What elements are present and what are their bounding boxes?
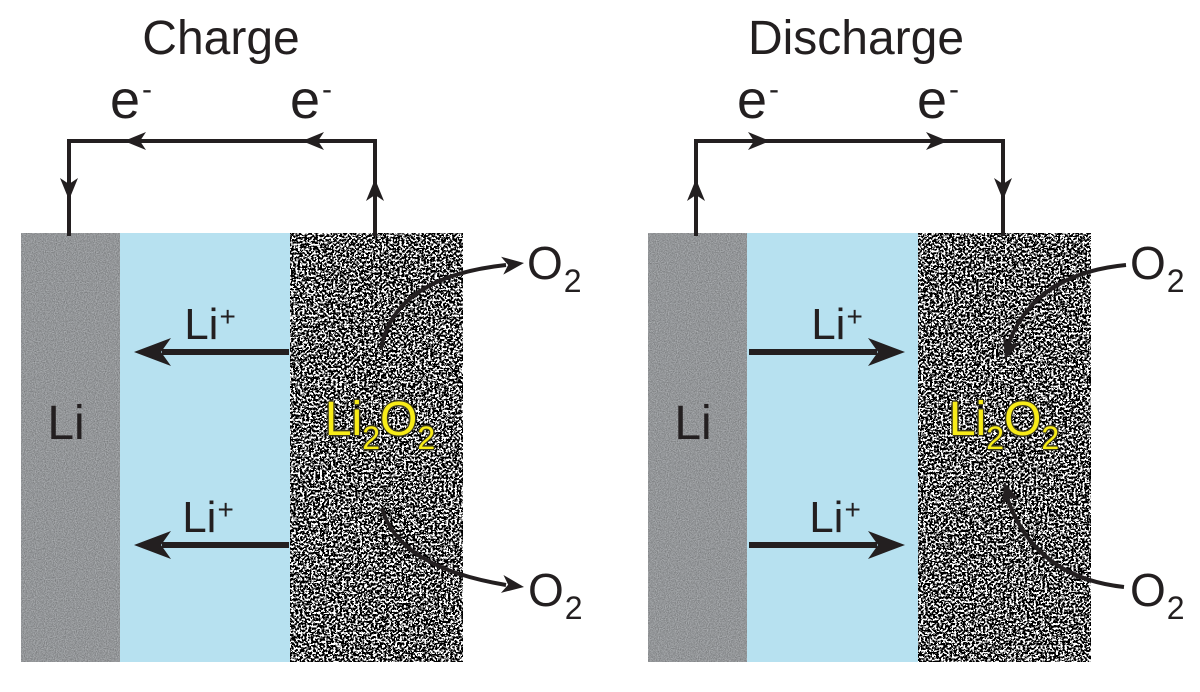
charge-title: Charge	[142, 12, 300, 65]
product-subscript: 2	[986, 420, 1005, 456]
product-subscript: 2	[1041, 420, 1060, 456]
charge-anode-grain-texture	[21, 233, 120, 662]
discharge-circuit-wire	[694, 139, 1005, 236]
charge-oxygen-out-arrow-bottom	[380, 507, 507, 587]
li-ion-symbol: Li	[184, 300, 219, 349]
product-subscript: 2	[417, 420, 436, 456]
discharge-electrolyte	[747, 233, 918, 662]
li-ion-label: Li+	[809, 496, 861, 540]
electron-symbol: e	[916, 70, 948, 130]
oxygen-symbol: O	[1130, 564, 1166, 616]
li-ion-symbol: Li	[182, 493, 217, 542]
discharge-cathode-speckle-texture	[918, 233, 1091, 662]
electron-label: e-	[290, 73, 332, 127]
li-ion-charge-sup: +	[846, 301, 863, 332]
li-ion-charge-sup: +	[217, 494, 234, 525]
electron-charge-sup: -	[949, 73, 960, 106]
li-ion-charge-sup: +	[844, 494, 861, 525]
oxygen-subscript: 2	[564, 590, 583, 626]
anode-label: Li	[674, 397, 712, 450]
electron-charge-sup: -	[322, 73, 333, 106]
oxygen-symbol: O	[528, 564, 564, 616]
electron-charge-sup: -	[142, 73, 153, 106]
anode-label: Li	[47, 397, 85, 450]
product-part: Li	[324, 393, 363, 446]
electron-symbol: e	[289, 70, 321, 130]
product-part: O	[1004, 393, 1042, 446]
li-ion-symbol: Li	[811, 300, 846, 349]
li2o2-product-label: Li2O2	[948, 393, 1060, 456]
li2o2-product-label: Li2O2	[324, 393, 436, 456]
li-ion-symbol: Li	[809, 493, 844, 542]
oxygen-symbol: O	[1130, 237, 1166, 289]
oxygen-subscript: 2	[1166, 263, 1185, 299]
electron-label: e-	[737, 73, 779, 127]
li-ion-charge-sup: +	[219, 301, 236, 332]
oxygen-subscript: 2	[1166, 590, 1185, 626]
oxygen-label: O2	[1130, 567, 1185, 624]
discharge-anode-grain-texture	[648, 233, 747, 662]
electron-charge-sup: -	[769, 73, 780, 106]
charge-cathode-speckle-texture	[290, 233, 463, 662]
oxygen-subscript: 2	[563, 263, 582, 299]
charge-electrolyte	[120, 233, 290, 662]
li-ion-label: Li+	[182, 496, 234, 540]
oxygen-symbol: O	[527, 237, 563, 289]
li-ion-label: Li+	[184, 303, 236, 347]
discharge-title: Discharge	[747, 12, 965, 65]
electron-label: e-	[110, 73, 152, 127]
charge-circuit-wire	[67, 139, 377, 236]
electron-symbol: e	[736, 70, 768, 130]
charge-oxygen-out-arrow-top	[379, 263, 507, 350]
product-subscript: 2	[362, 420, 381, 456]
product-part: O	[380, 393, 418, 446]
discharge-oxygen-in-arrow-bottom	[1004, 493, 1125, 589]
electron-label: e-	[917, 73, 959, 127]
electron-symbol: e	[109, 70, 141, 130]
oxygen-label: O2	[528, 567, 583, 624]
li-ion-label: Li+	[811, 303, 863, 347]
oxygen-label: O2	[1130, 240, 1185, 297]
discharge-oxygen-in-arrow-top	[1005, 263, 1127, 349]
oxygen-label: O2	[527, 240, 582, 297]
product-part: Li	[948, 393, 987, 446]
